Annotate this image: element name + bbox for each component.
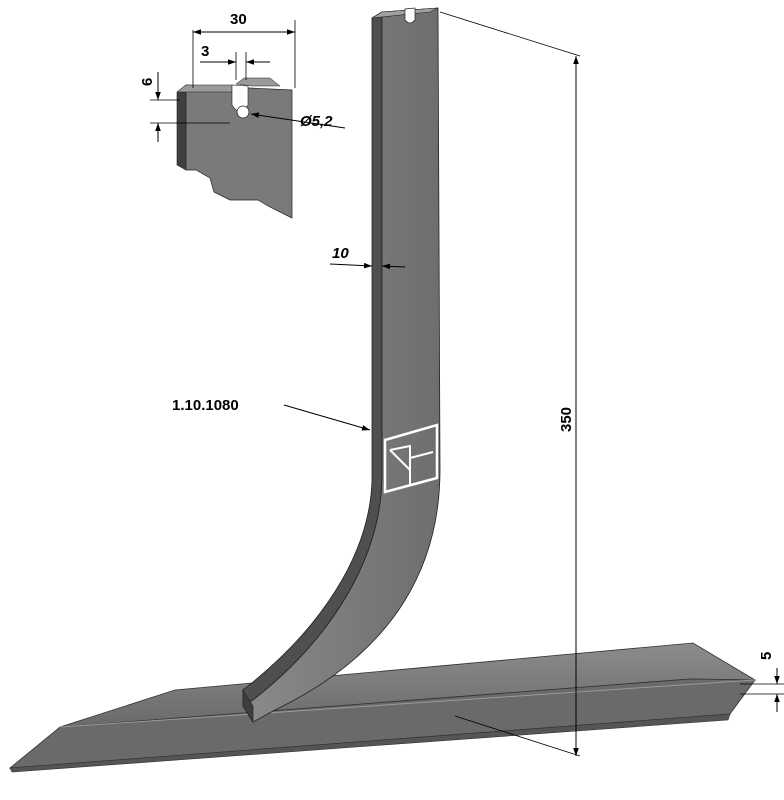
shank-front-face	[242, 7, 441, 723]
detail-face	[185, 84, 293, 219]
detail-hole	[236, 105, 250, 119]
blade-bevel	[8, 678, 756, 769]
dimension-annotations: 30 3 6 Ø5,2 10 1.10.1080 350 5	[139, 11, 784, 757]
dim-hole-diameter: Ø5,2	[300, 113, 333, 130]
dim-blade-thickness: 5	[758, 652, 775, 660]
part-number-label: 1.10.1080	[172, 397, 239, 414]
tine-shank	[242, 7, 441, 724]
shank-top-slot	[404, 7, 416, 24]
dim-slot-offset: 3	[201, 43, 209, 60]
blade	[8, 642, 757, 773]
dim-slot-width: 30	[230, 11, 247, 28]
dim-height: 350	[558, 407, 575, 432]
dim-shank-width: 10	[332, 245, 349, 262]
manufacturer-mark	[383, 423, 439, 494]
dim-slot-depth: 6	[139, 78, 156, 86]
detail-view	[176, 77, 293, 219]
